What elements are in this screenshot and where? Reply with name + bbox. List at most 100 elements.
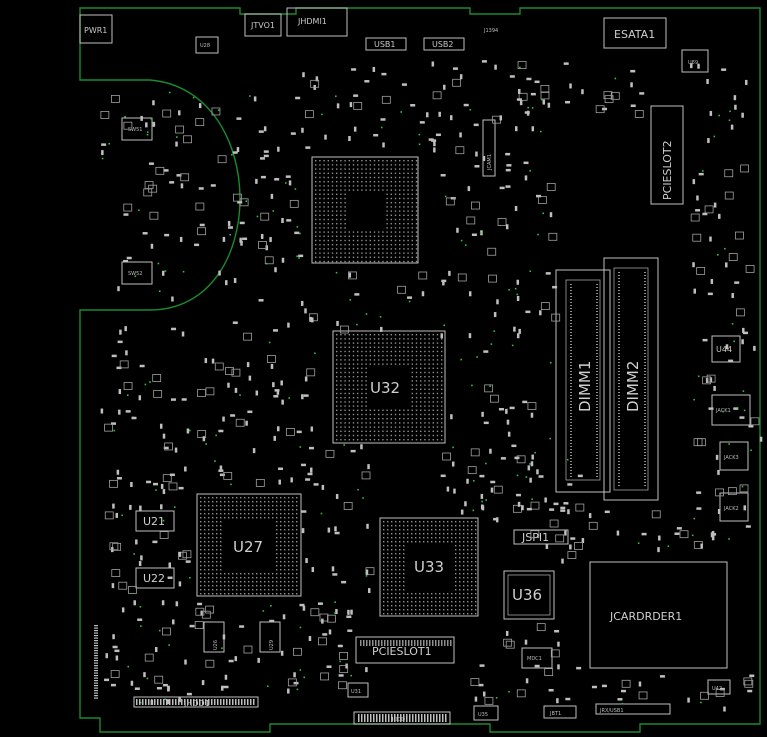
bga-ball (407, 244, 409, 246)
small-part (397, 285, 406, 294)
smd-pad (202, 436, 206, 442)
bga-ball (415, 334, 418, 336)
odd-pin (364, 714, 366, 722)
bga-ball (373, 346, 376, 348)
bga-ball (403, 239, 405, 242)
smd-pad (301, 510, 307, 513)
dimm-pin (570, 443, 572, 444)
bga-ball (407, 430, 409, 432)
bga-ball (435, 537, 437, 539)
dimm-pin (570, 302, 572, 303)
bga-ball (369, 439, 371, 441)
bga-ball (447, 609, 449, 611)
bga-ball (391, 613, 393, 615)
small-part (255, 479, 265, 487)
edge-pin (94, 625, 98, 627)
bga-ball (399, 355, 401, 357)
bga-ball (212, 593, 214, 595)
bga-ball (216, 577, 218, 579)
dimm-pin (644, 416, 646, 417)
bga-ball (411, 256, 413, 258)
bga-ball (361, 439, 363, 441)
smd-pad (309, 467, 313, 473)
dimm-pin (618, 296, 620, 297)
bga-ball (204, 565, 206, 567)
bga-ball (340, 367, 342, 369)
smd-pad (293, 672, 296, 678)
bga-ball (204, 501, 206, 503)
bga-ball (323, 197, 325, 200)
bga-ball (431, 533, 433, 535)
bga-ball (327, 244, 329, 246)
bga-ball (288, 525, 290, 527)
small-part (442, 452, 451, 461)
bga-ball (459, 585, 461, 587)
dimm-pin (618, 332, 620, 333)
bga-ball (288, 513, 290, 515)
bga-ball (378, 359, 380, 361)
bga-ball (407, 168, 409, 170)
dimm-pin (570, 389, 572, 390)
bga-ball (424, 346, 426, 348)
bga-ball (319, 256, 321, 258)
bga-ball (296, 589, 298, 591)
small-part (516, 689, 526, 698)
bga-ball (280, 541, 282, 543)
bga-ball (369, 342, 371, 344)
bga-ball (386, 189, 388, 191)
edge-pin (94, 672, 98, 674)
bga-ball (228, 577, 230, 579)
bga-ball (390, 342, 392, 344)
bga-ball (373, 168, 376, 170)
bga-ball (403, 549, 405, 551)
bga-ball (378, 248, 380, 250)
bga-ball (244, 497, 246, 499)
dimm-pin (644, 458, 646, 459)
smd-pad (514, 126, 518, 132)
bga-ball (428, 439, 430, 441)
smd-pad (274, 267, 277, 273)
bga-ball (383, 537, 385, 539)
dimm-pin (570, 308, 572, 309)
bga-ball (365, 252, 367, 254)
bga-ball (365, 388, 367, 390)
bga-ball (212, 533, 214, 535)
dimm-pin (618, 356, 620, 357)
small-part (109, 479, 118, 488)
rx-usb-label: JRX/USB1 (599, 708, 624, 714)
small-part (550, 649, 560, 658)
bga-ball (419, 597, 421, 599)
dimm-pin (618, 473, 620, 474)
bga-ball (411, 384, 413, 386)
bga-ball (427, 593, 429, 595)
bga-ball (344, 252, 346, 254)
bga-ball (220, 545, 222, 547)
bga-ball (378, 434, 380, 437)
dimm-pin (570, 467, 572, 468)
smd-pad (227, 226, 233, 229)
smd-pad (218, 429, 224, 433)
jack3-connector: JACK3 (719, 441, 749, 471)
odd-pin (358, 714, 360, 722)
smd-pad (734, 281, 740, 284)
bga-ball (407, 227, 409, 229)
smd-pad (246, 362, 250, 368)
bga-ball (403, 359, 405, 361)
bga-ball (432, 355, 434, 357)
via-dot (192, 96, 195, 99)
bga-ball (296, 569, 298, 571)
bga-ball (403, 355, 405, 357)
bga-ball (264, 497, 266, 499)
bga-ball (296, 509, 298, 511)
bga-ball (236, 505, 238, 507)
bga-ball (463, 529, 465, 531)
bga-ball (411, 231, 413, 233)
edge-pin (94, 690, 98, 692)
smd-pad (438, 111, 441, 117)
slot-pin (411, 640, 413, 646)
bga-ball (272, 589, 274, 591)
smd-pad (516, 333, 520, 339)
bga-ball (315, 239, 317, 242)
bga-ball (284, 593, 286, 595)
bga-ball (427, 541, 429, 543)
